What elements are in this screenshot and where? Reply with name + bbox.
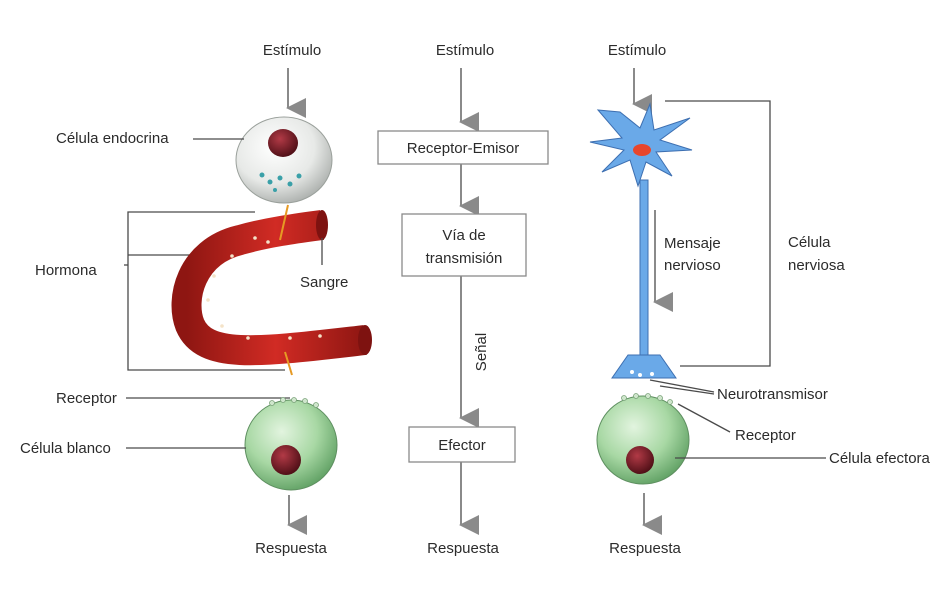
signal-label: Señal xyxy=(473,333,490,371)
right-stimulus-label: Estímulo xyxy=(608,42,666,59)
nerve-cell-label-1: Célula xyxy=(788,234,831,251)
middle-response-label: Respuesta xyxy=(427,540,499,557)
neurotransmitter-label: Neurotransmisor xyxy=(717,386,828,403)
middle-stimulus-label: Estímulo xyxy=(436,42,494,59)
message-label-2: nervioso xyxy=(664,257,721,274)
target-cell-label: Célula blanco xyxy=(20,440,111,457)
pathway-label-2: transmisión xyxy=(426,250,503,267)
left-stimulus-label: Estímulo xyxy=(263,42,321,59)
effector-nucleus xyxy=(626,446,654,474)
blood-label: Sangre xyxy=(300,274,348,291)
right-response-label: Respuesta xyxy=(609,540,681,557)
effector-cell-label: Célula efectora xyxy=(829,450,931,467)
axon-terminal xyxy=(612,355,676,378)
nervous-pathway: Estímulo Mensaje nervioso Célula nervios… xyxy=(590,42,931,557)
nerve-cell-label-2: nerviosa xyxy=(788,257,845,274)
pathway-label-1: Vía de xyxy=(442,227,485,244)
receptor-emitter-label: Receptor-Emisor xyxy=(407,140,520,157)
left-response-label: Respuesta xyxy=(255,540,327,557)
endocrine-nucleus xyxy=(268,129,298,157)
vessel-opening-top xyxy=(316,210,328,240)
neurotransmitter-leader-1 xyxy=(650,380,714,392)
generic-pathway: Estímulo Receptor-Emisor Vía de transmis… xyxy=(378,42,548,557)
left-receptor-label: Receptor xyxy=(56,390,117,407)
effector-label: Efector xyxy=(438,437,486,454)
hormone-label: Hormona xyxy=(35,262,97,279)
vessel-opening-bottom xyxy=(358,325,372,355)
neuron-nucleus xyxy=(633,144,651,156)
right-receptor-label: Receptor xyxy=(735,427,796,444)
endocrine-pathway: Estímulo Célula endocrina Hormona Sangre xyxy=(20,42,372,557)
nerve-cell-bracket xyxy=(665,101,770,366)
endocrine-cell-label: Célula endocrina xyxy=(56,130,169,147)
target-cell xyxy=(245,400,337,490)
axon xyxy=(640,180,648,355)
target-nucleus xyxy=(271,445,301,475)
message-label-1: Mensaje xyxy=(664,235,721,252)
